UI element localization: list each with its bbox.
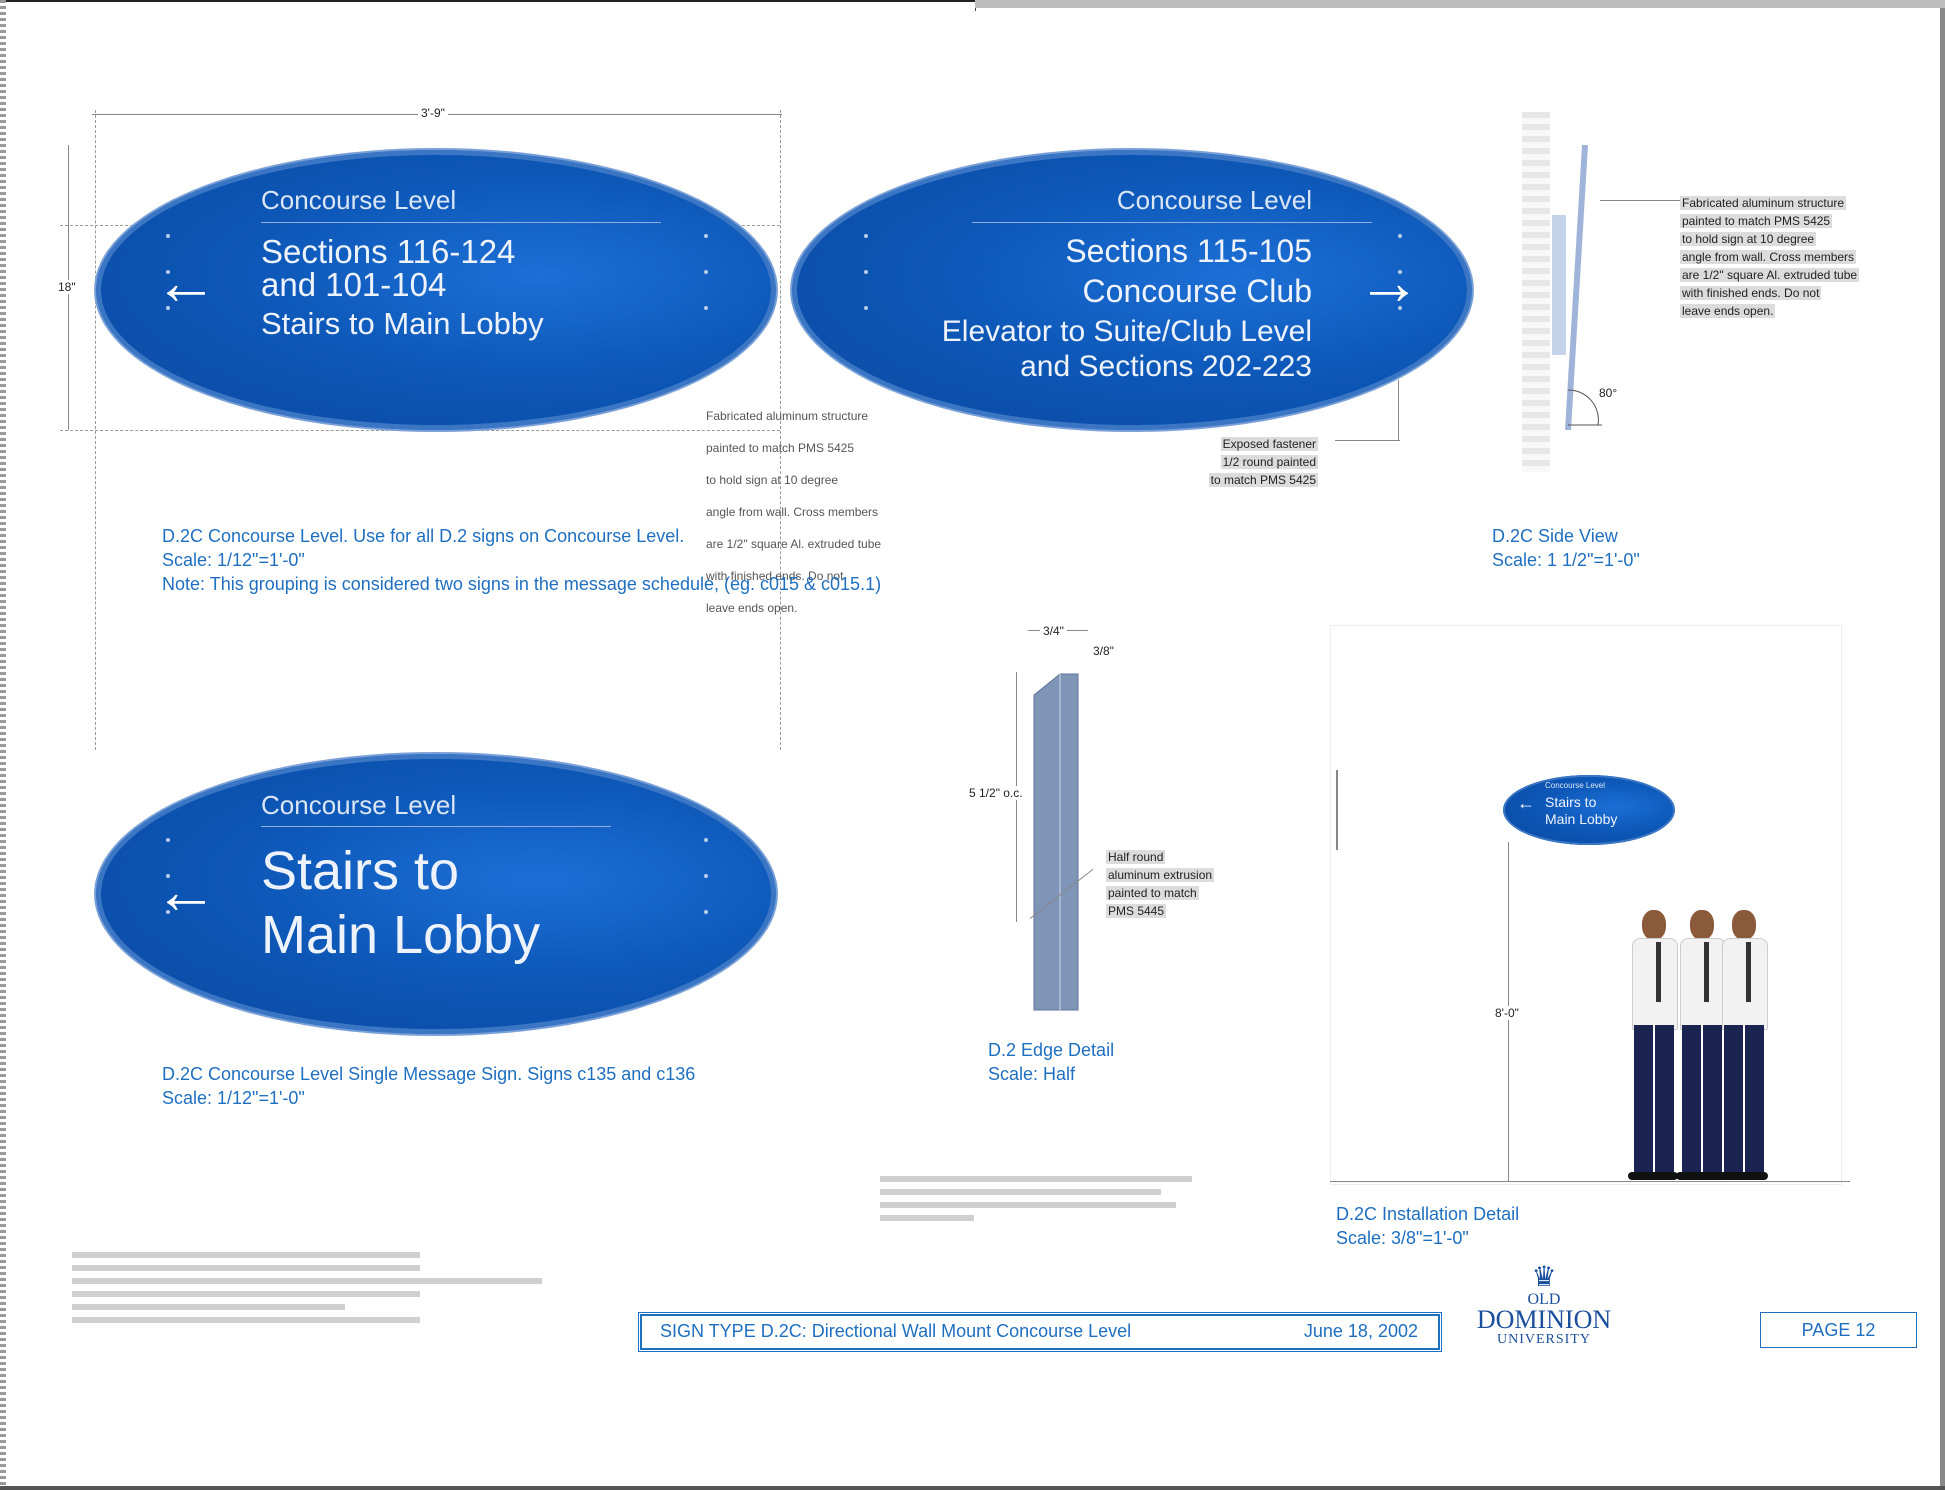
sign-line: and 101-104 <box>261 266 447 303</box>
fastener-dots <box>166 838 170 946</box>
odu-logo: ♛ OLD DOMINION UNIVERSITY <box>1474 1264 1614 1348</box>
structure-note-faded: Fabricated aluminum structure painted to… <box>706 409 882 615</box>
sign-single-message: Concourse Level Stairs to Main Lobby ← <box>96 754 776 1034</box>
leader-line <box>1600 200 1680 201</box>
arrow-left-icon: ← <box>154 246 218 318</box>
leader-line <box>1398 380 1399 441</box>
installation-caption: D.2C Installation Detail Scale: 3/8"=1'-… <box>1336 1204 1520 1248</box>
wall-edge <box>1336 770 1338 850</box>
sign-line: Sections 115-105 <box>1065 233 1312 269</box>
sign-line: Stairs to <box>261 841 460 901</box>
structure-note: Fabricated aluminum structure painted to… <box>1680 196 1860 318</box>
sign-line: Sections 116-124 <box>261 233 516 270</box>
edge-spacing-dimension: 5 1/2" o.c. <box>966 786 1026 800</box>
fastener-dots <box>704 838 708 946</box>
edge-top-dimension: 3/4" <box>1040 624 1067 638</box>
edge-extrusion-drawing <box>1033 673 1079 1011</box>
width-dimension: 3'-9" <box>418 106 448 120</box>
sign-line: Main Lobby <box>1545 811 1618 827</box>
sign-rule <box>261 826 611 827</box>
side-view-drawing <box>1552 144 1602 431</box>
sheet-frame-top <box>0 0 976 11</box>
page-number-box: PAGE 12 <box>1760 1312 1917 1348</box>
guide-line <box>780 110 781 750</box>
arrow-left-icon: ← <box>1517 793 1535 813</box>
angle-dimension: 80° <box>1596 386 1621 400</box>
sign-type-title: SIGN TYPE D.2C: Directional Wall Mount C… <box>660 1321 1132 1341</box>
fastener-dots <box>864 234 868 342</box>
sign-line: Stairs to Main Lobby <box>261 306 544 341</box>
sign-installation: Concourse Level Stairs to Main Lobby ← <box>1503 775 1675 845</box>
sign-rule <box>972 222 1372 223</box>
sign-level-label: Concourse Level <box>261 185 457 215</box>
floor-line <box>1330 1181 1850 1182</box>
install-height-dimension: 8'-0" <box>1492 1006 1522 1020</box>
sign-top-right: Concourse Level Sections 115-105 Concour… <box>792 150 1472 430</box>
arrow-right-icon: → <box>1357 246 1421 318</box>
main-caption: D.2C Concourse Level. Use for all D.2 si… <box>162 526 882 594</box>
height-dimension: 18" <box>55 280 79 294</box>
crown-icon: ♛ <box>1531 1262 1557 1293</box>
sign-level-label: Concourse Level <box>261 790 457 820</box>
side-view-caption: D.2C Side View Scale: 1 1/2"=1'-0" <box>1492 526 1640 570</box>
blurred-note <box>72 1252 542 1330</box>
fastener-dots <box>704 234 708 342</box>
single-sign-caption: D.2C Concourse Level Single Message Sign… <box>162 1064 696 1108</box>
blurred-note <box>880 1176 1192 1228</box>
sheet-date: June 18, 2002 <box>1303 1321 1418 1341</box>
installation-panel <box>1330 625 1842 1185</box>
sign-line: Elevator to Suite/Club Level <box>941 315 1312 348</box>
sheet-frame-left <box>0 0 6 1490</box>
wall-section <box>1522 112 1550 472</box>
sign-line: Main Lobby <box>261 905 541 965</box>
sign-rule <box>261 222 661 223</box>
page-number: PAGE 12 <box>1801 1320 1876 1340</box>
edge-side-dimension: 3/8" <box>1090 644 1117 658</box>
fastener-dots <box>166 234 170 342</box>
sign-line: Concourse Club <box>1082 273 1312 309</box>
arrow-left-icon: ← <box>154 855 218 927</box>
edge-detail-caption: D.2 Edge Detail Scale: Half <box>988 1040 1115 1084</box>
sign-line: Stairs to <box>1545 794 1597 810</box>
sign-line: and Sections 202-223 <box>1020 350 1312 383</box>
sign-type-title-bar: SIGN TYPE D.2C: Directional Wall Mount C… <box>640 1314 1440 1350</box>
sign-level-label: Concourse Level <box>1545 781 1606 790</box>
leader-line <box>1335 440 1400 441</box>
fastener-dots <box>1398 234 1402 342</box>
sign-top-left: Concourse Level Sections 116-124 and 101… <box>96 150 776 430</box>
fastener-note: Exposed fastener 1/2 round painted to ma… <box>1208 437 1318 487</box>
extrusion-note: Half round aluminum extrusion painted to… <box>1106 850 1215 918</box>
sheet-frame-right <box>1940 8 1945 1490</box>
sheet-frame-top-right <box>975 0 1945 8</box>
guide-line <box>60 430 780 431</box>
sign-level-label: Concourse Level <box>1116 185 1312 215</box>
sheet-frame-bottom <box>0 1486 1945 1490</box>
